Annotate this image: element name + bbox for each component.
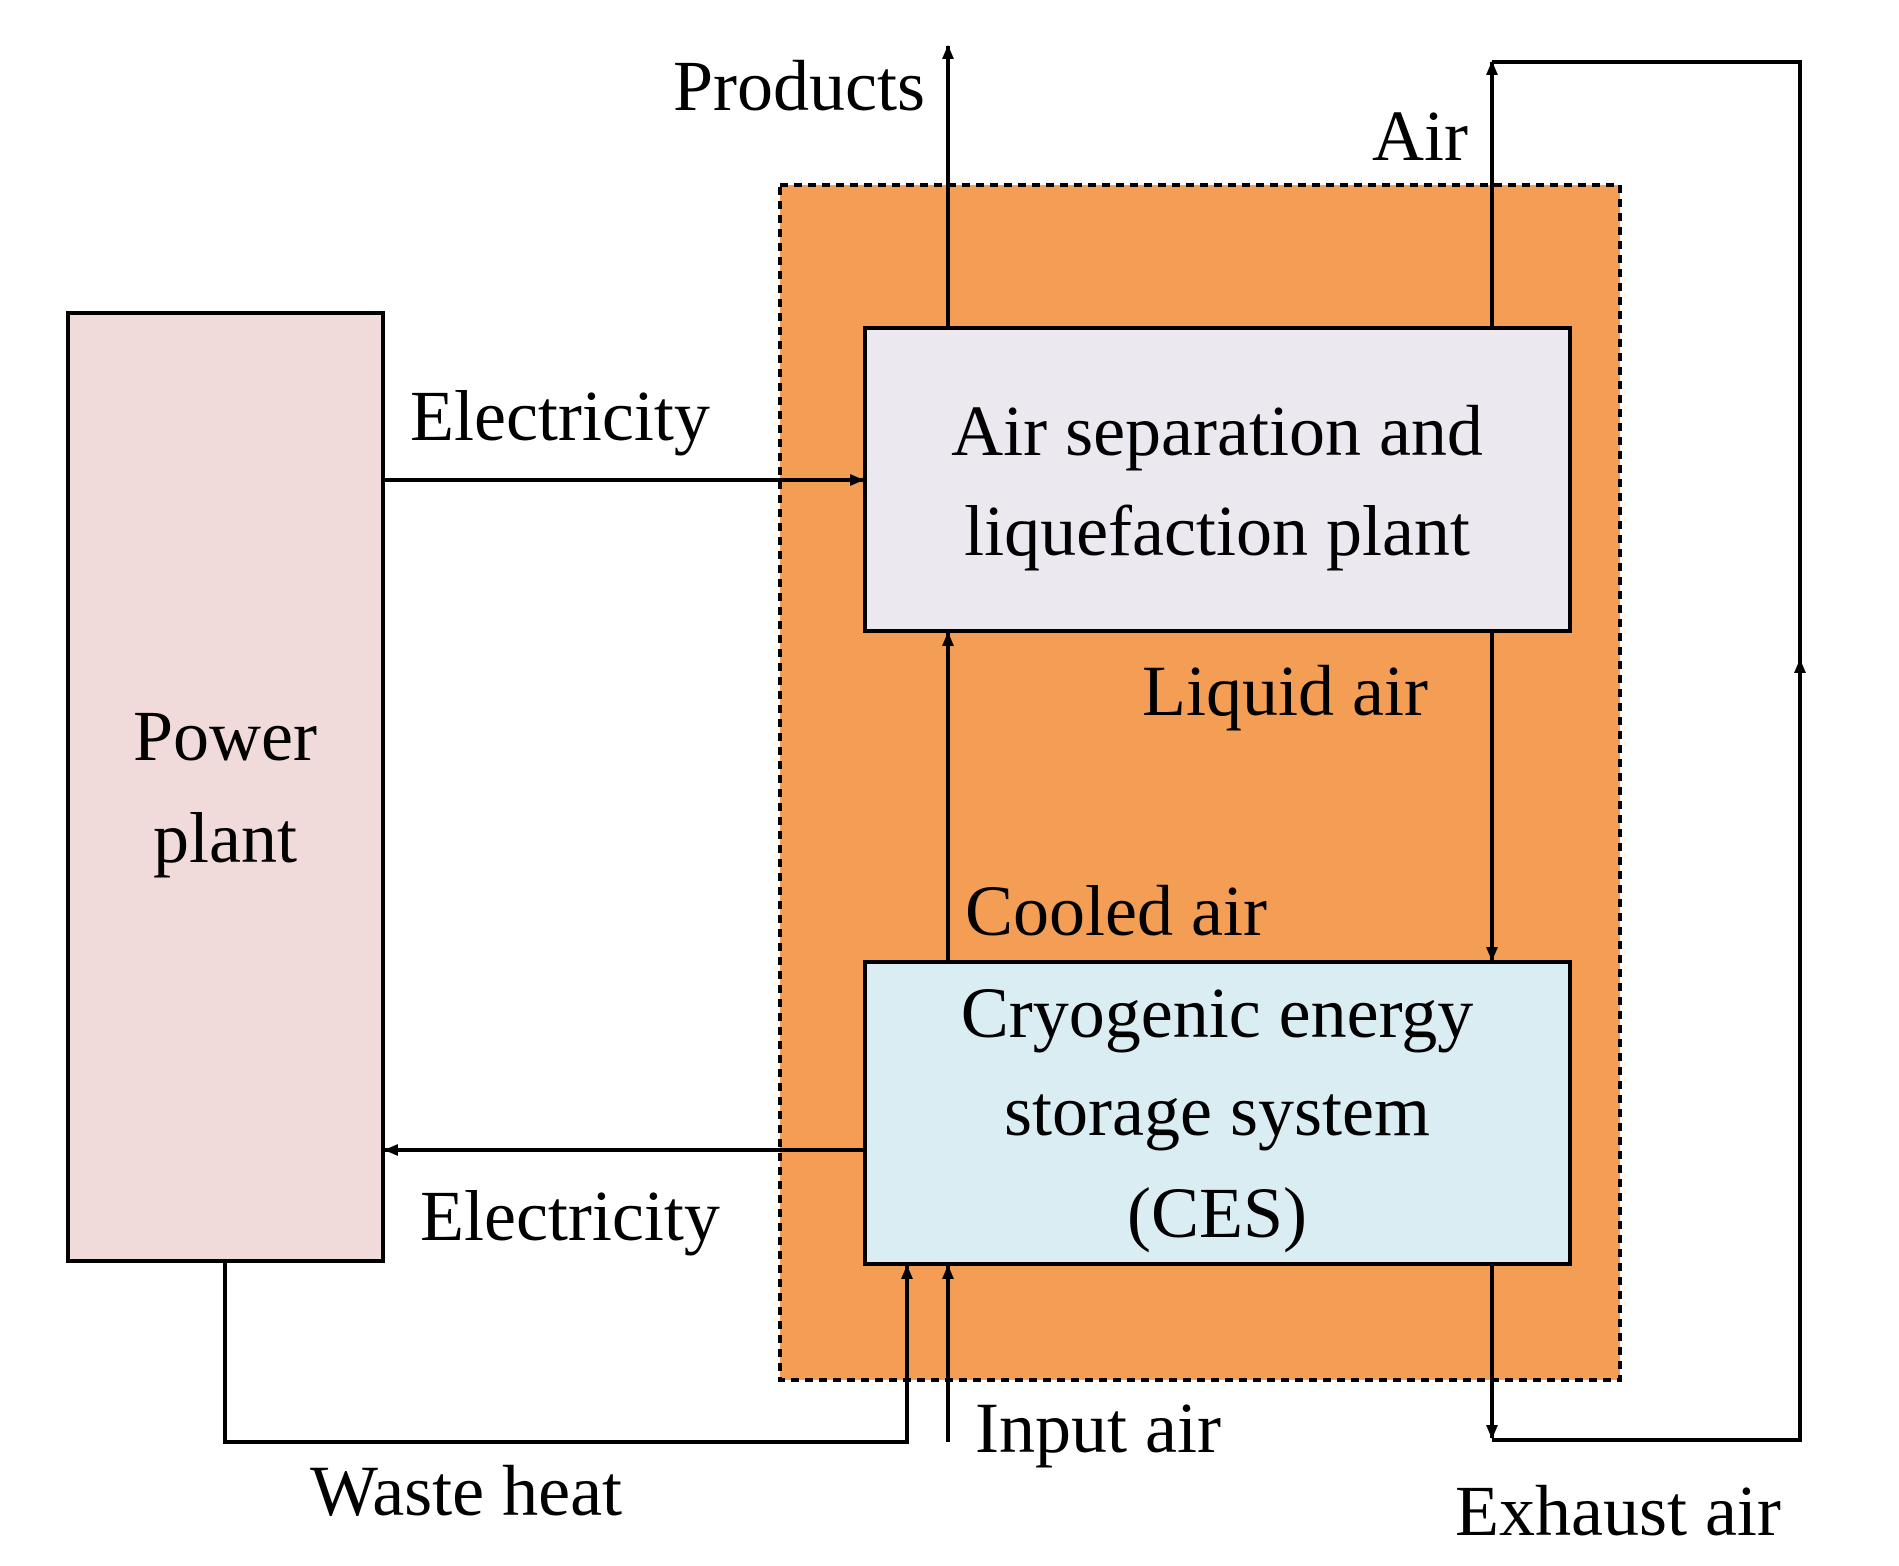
ces-label-line2: storage system	[1004, 1071, 1430, 1151]
waste-heat-line	[223, 1261, 913, 1444]
air-loop-line	[1492, 60, 1802, 1442]
cooled-air-label: Cooled air	[965, 871, 1267, 951]
liquid-air-label: Liquid air	[1142, 651, 1428, 731]
air-separation-label-line2: liquefaction plant	[964, 491, 1470, 571]
power-plant-label-line2: plant	[153, 798, 297, 878]
ces-label-line3: (CES)	[1127, 1173, 1307, 1253]
electricity-out-label: Electricity	[420, 1176, 720, 1256]
ces-label-line1: Cryogenic energy	[961, 973, 1474, 1053]
input-air-label: Input air	[975, 1388, 1221, 1468]
air-label: Air	[1372, 96, 1468, 176]
air-separation-label-line1: Air separation and	[951, 391, 1483, 471]
products-label: Products	[673, 46, 925, 126]
ces-box	[863, 960, 1572, 1266]
exhaust-air-label: Exhaust air	[1455, 1471, 1781, 1551]
waste-heat-label: Waste heat	[310, 1451, 622, 1531]
power-plant-box	[66, 311, 385, 1263]
power-plant-label-line1: Power	[133, 696, 317, 776]
electricity-in-label: Electricity	[410, 376, 710, 456]
air-separation-box	[863, 326, 1572, 633]
